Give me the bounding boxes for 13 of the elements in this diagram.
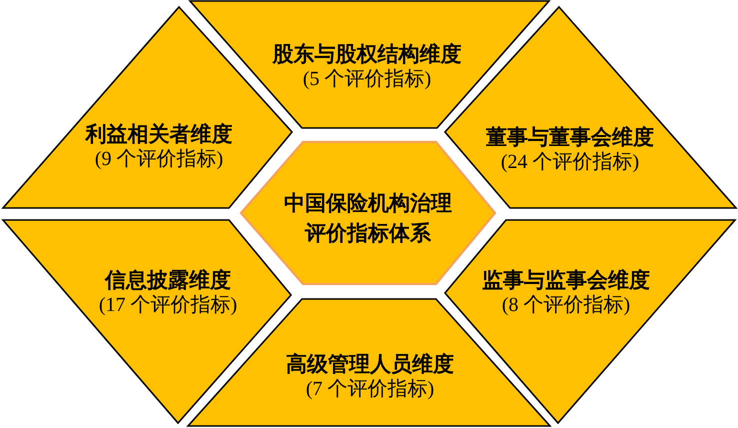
dimension-title: 监事与监事会维度 (482, 268, 650, 293)
indicator-count: (5 个评价指标) (302, 67, 432, 92)
indicator-count: (9 个评价指标) (94, 147, 224, 172)
center-title: 中国保险机构治理评价指标体系 (283, 190, 453, 247)
dimension-title: 利益相关者维度 (86, 122, 232, 147)
dimension-title: 董事与董事会维度 (486, 125, 654, 150)
indicator-count: (24 个评价指标) (500, 150, 640, 175)
dimension-title: 高级管理人员维度 (286, 352, 454, 377)
dimension-title: 股东与股权结构维度 (272, 42, 462, 67)
indicator-count: (17 个评价指标) (98, 293, 238, 318)
dimension-title: 信息披露维度 (105, 268, 231, 293)
indicator-count: (8 个评价指标) (502, 293, 630, 318)
indicator-count: (7 个评价指标) (306, 377, 434, 402)
